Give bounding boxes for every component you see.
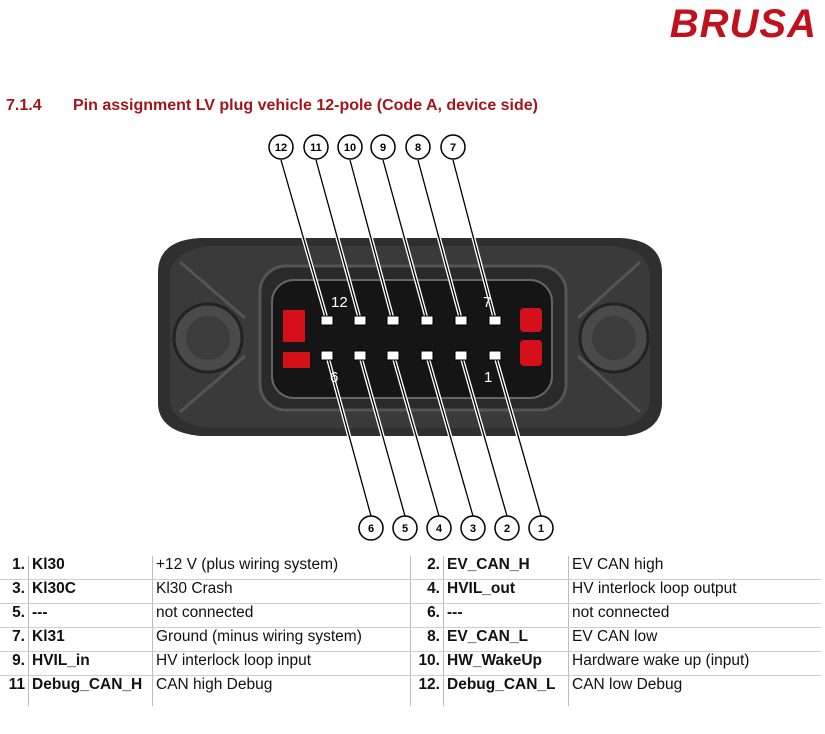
callout-top-label: 8 [415, 142, 421, 154]
callout-bottom-label: 5 [402, 523, 408, 535]
callout-top-label: 12 [275, 142, 287, 154]
callout-circle [337, 134, 363, 160]
pin-name: Debug_CAN_L [443, 675, 569, 706]
pin-name: Debug_CAN_H [28, 675, 153, 706]
callout-top-label: 10 [344, 142, 356, 154]
table-row: 1. Kl30 +12 V (plus wiring system) 2. EV… [0, 556, 822, 580]
callout-bottom-label: 1 [538, 523, 544, 535]
pin-description: HV interlock loop input [152, 651, 411, 676]
callout-bottom-label: 2 [504, 523, 510, 535]
connector-label-6: 6 [330, 369, 338, 386]
pin-name: HVIL_out [443, 579, 569, 604]
callout-circle [460, 515, 486, 541]
connector-label-1: 1 [484, 369, 492, 386]
pin-name: Kl30 [28, 556, 153, 580]
pin-number: 2. [410, 556, 444, 580]
table-row: 5. --- not connected 6. --- not connecte… [0, 603, 822, 628]
pin-description: not connected [152, 603, 411, 628]
pin-name: --- [443, 603, 569, 628]
pin-description: EV CAN high [568, 556, 822, 580]
pin-description: HV interlock loop output [568, 579, 822, 604]
pin-number: 3. [0, 579, 29, 604]
pin-description: +12 V (plus wiring system) [152, 556, 411, 580]
brusa-logo: BRUSA [669, 2, 817, 46]
pin-name: EV_CAN_H [443, 556, 569, 580]
callout-circle [426, 515, 452, 541]
callout-circle [528, 515, 554, 541]
pin-assignment-table: 1. Kl30 +12 V (plus wiring system) 2. EV… [0, 556, 822, 706]
pin-name: --- [28, 603, 153, 628]
pin-description: Hardware wake up (input) [568, 651, 822, 676]
section-title: Pin assignment LV plug vehicle 12-pole (… [73, 97, 538, 114]
table-row: 7. Kl31 Ground (minus wiring system) 8. … [0, 627, 822, 652]
pin-number: 9. [0, 651, 29, 676]
pin-description: EV CAN low [568, 627, 822, 652]
pin-number: 6. [410, 603, 444, 628]
table-row: 9. HVIL_in HV interlock loop input 10. H… [0, 651, 822, 676]
pin-sockets [320, 315, 502, 361]
callout-bottom-label: 4 [436, 523, 443, 535]
connector-label-7: 7 [483, 294, 491, 311]
pin-number: 5. [0, 603, 29, 628]
connector-diagram: 12 7 6 1 12 11 10 9 8 7 6 5 4 3 2 1 [158, 134, 662, 541]
pin-name: EV_CAN_L [443, 627, 569, 652]
section-heading: 7.1.4 Pin assignment LV plug vehicle 12-p… [6, 97, 538, 115]
table-row: 11 Debug_CAN_H CAN high Debug 12. Debug_… [0, 675, 822, 706]
pin-number: 1. [0, 556, 29, 580]
table-row: 3. Kl30C Kl30 Crash 4. HVIL_out HV inter… [0, 579, 822, 604]
top-leader-lines [280, 159, 496, 321]
callout-top-label: 11 [310, 142, 322, 154]
pin-description: not connected [568, 603, 822, 628]
pin-name: HW_WakeUp [443, 651, 569, 676]
pin-number: 4. [410, 579, 444, 604]
pin-description: Ground (minus wiring system) [152, 627, 411, 652]
pin-name: HVIL_in [28, 651, 153, 676]
bottom-leader-lines [326, 354, 542, 517]
pin-name: Kl30C [28, 579, 153, 604]
callout-circle [405, 134, 431, 160]
pin-name: Kl31 [28, 627, 153, 652]
callout-top-label: 9 [380, 142, 386, 154]
pin-number: 11 [0, 675, 29, 706]
callout-circle [392, 515, 418, 541]
connector-label-12: 12 [331, 294, 348, 311]
section-number: 7.1.4 [6, 97, 42, 114]
pin-number: 7. [0, 627, 29, 652]
callout-bottom-label: 3 [470, 523, 476, 535]
callout-circle [440, 134, 466, 160]
callout-circle [494, 515, 520, 541]
pin-number: 12. [410, 675, 444, 706]
callout-circle [370, 134, 396, 160]
callout-bottom-label: 6 [368, 523, 374, 535]
callout-circle [303, 134, 329, 160]
pin-description: Kl30 Crash [152, 579, 411, 604]
callout-circle [358, 515, 384, 541]
pin-description: CAN low Debug [572, 676, 683, 693]
pin-number: 10. [410, 651, 444, 676]
callout-circle [268, 134, 294, 160]
callout-top-label: 7 [450, 142, 456, 154]
pin-number: 8. [410, 627, 444, 652]
connector-housing [158, 238, 662, 436]
pin-description: CAN high Debug [152, 675, 411, 706]
